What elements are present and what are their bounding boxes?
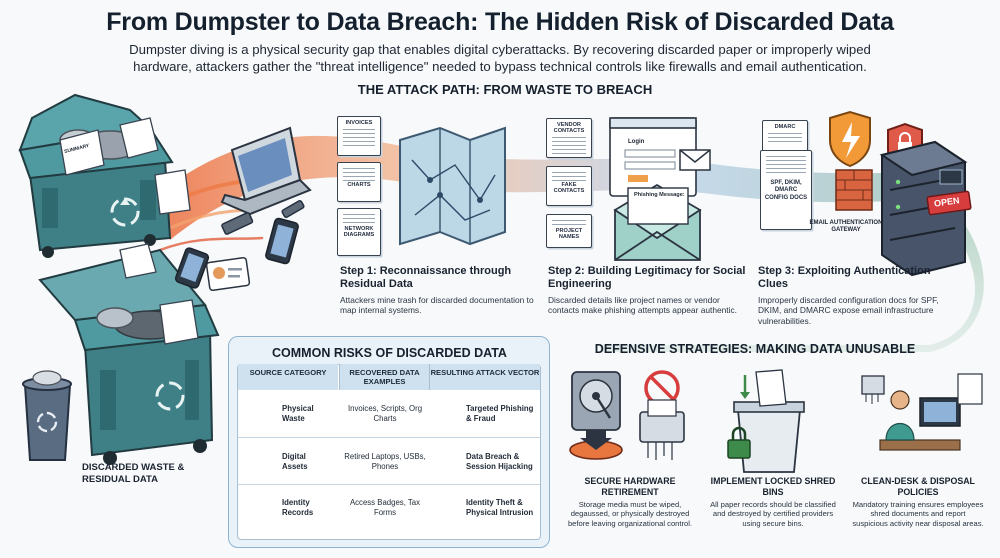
step-3-desc: Improperly discarded configuration docs …: [758, 295, 939, 326]
laptop-icon: [220, 126, 312, 216]
row-divider: [238, 484, 540, 485]
row1-category: Physical Waste: [282, 404, 314, 423]
risk-table: [237, 364, 541, 540]
phone-icon: [174, 217, 299, 289]
step-1-title: Step 1: Reconnaissance through Residual …: [340, 265, 512, 290]
badge-icon: [205, 256, 251, 292]
row3-examples: Access Badges, Tax Forms: [349, 498, 421, 517]
firewall-icon: [835, 169, 873, 211]
row1-examples: Invoices, Scripts, Org Charts: [347, 404, 423, 423]
row2-vector: Data Breach & Session Hijacking: [466, 452, 533, 471]
defense-hardware-title: SECURE HARDWARE RETIREMENT: [584, 476, 676, 497]
hard-drive-icon: [571, 371, 621, 431]
gateway-label: EMAIL AUTHENTICATION GATEWAY: [809, 220, 883, 234]
defense-shred-desc: All paper records should be classified a…: [710, 500, 836, 528]
row2-examples: Retired Laptops, USBs, Phones: [344, 452, 426, 471]
dumpster-label: DISCARDED WASTE & RESIDUAL DATA: [82, 462, 185, 485]
step-1: Step 1: Reconnaissance through Residual …: [340, 265, 540, 316]
step-3-title: Step 3: Exploiting Authentication Clues: [758, 265, 931, 290]
row3-vector: Identity Theft & Physical Intrusion: [466, 498, 534, 517]
small-recycle-bin: [22, 370, 72, 461]
step-3: Step 3: Exploiting Authentication Clues …: [758, 265, 963, 326]
step-2-desc: Discarded details like project names or …: [548, 295, 738, 316]
col-header-vector: RESULTING ATTACK VECTOR: [429, 364, 540, 390]
row2-category: Digital Assets: [282, 452, 308, 471]
doc-fake-contacts: FAKE CONTACTS: [546, 166, 592, 206]
degausser-icon: [569, 430, 623, 460]
lock-icon: [727, 426, 751, 459]
page-title: From Dumpster to Data Breach: The Hidden…: [106, 8, 894, 36]
shredder-icon: [861, 373, 983, 405]
attack-flow-band: [150, 135, 940, 240]
map-icon: [399, 126, 506, 246]
doc-network-diagrams: NETWORK DIAGRAMS: [337, 208, 381, 256]
phishing-envelope-icon: [613, 183, 702, 261]
recycle-icon: [110, 197, 140, 227]
open-sign: [926, 190, 972, 216]
defense-policies-title: CLEAN-DESK & DISPOSAL POLICIES: [861, 476, 975, 497]
col-header-examples: RECOVERED DATA EXAMPLES: [339, 364, 429, 390]
loose-papers: [59, 117, 199, 345]
risk-heading: COMMON RISKS OF DISCARDED DATA: [272, 346, 507, 360]
doc-project-names: PROJECT NAMES: [546, 214, 592, 248]
no-entry-icon: [644, 370, 680, 406]
shield-icon: [829, 110, 871, 168]
attack-path-heading: THE ATTACK PATH: FROM WASTE TO BREACH: [357, 82, 653, 97]
usb-icon: [221, 200, 305, 235]
defense-policies-desc: Mandatory training ensures employees shr…: [852, 500, 984, 528]
recycle-icon: [155, 381, 185, 411]
row-divider: [238, 437, 540, 438]
shred-bin-icon: [733, 369, 805, 473]
defense-item-shred-bins: IMPLEMENT LOCKED SHRED BINS All paper re…: [708, 476, 838, 528]
defense-hardware-desc: Storage media must be wiped, degaussed, …: [567, 500, 693, 528]
doc-charts: CHARTS: [337, 162, 381, 202]
step-1-desc: Attackers mine trash for discarded docum…: [340, 295, 534, 316]
email-icon: [679, 149, 711, 171]
login-label: Login: [628, 139, 645, 145]
doc-vendor-contacts: VENDOR CONTACTS: [546, 118, 592, 158]
server-icon: [879, 140, 968, 277]
shredder-icon: [639, 399, 685, 460]
step-2: Step 2: Building Legitimacy for Social E…: [548, 265, 748, 316]
step-2-title: Step 2: Building Legitimacy for Social E…: [548, 265, 746, 290]
page-subtitle: Dumpster diving is a physical security g…: [129, 42, 871, 74]
phishing-label: Phishing Message:: [634, 192, 685, 198]
defense-item-hardware: SECURE HARDWARE RETIREMENT Storage media…: [566, 476, 694, 528]
defense-shred-title: IMPLEMENT LOCKED SHRED BINS: [710, 476, 836, 497]
col-header-source: SOURCE CATEGORY: [238, 364, 338, 390]
person-icon: [879, 390, 961, 451]
row3-category: Identity Records: [282, 498, 314, 517]
row1-vector: Targeted Phishing & Fraud: [466, 404, 534, 423]
defense-heading: DEFENSIVE STRATEGIES: MAKING DATA UNUSAB…: [594, 342, 916, 356]
doc-invoices: INVOICES: [337, 116, 381, 156]
defense-item-policies: CLEAN-DESK & DISPOSAL POLICIES Mandatory…: [852, 476, 984, 528]
doc-auth-config: SPF, DKIM, DMARC CONFIG DOCS: [760, 150, 812, 230]
